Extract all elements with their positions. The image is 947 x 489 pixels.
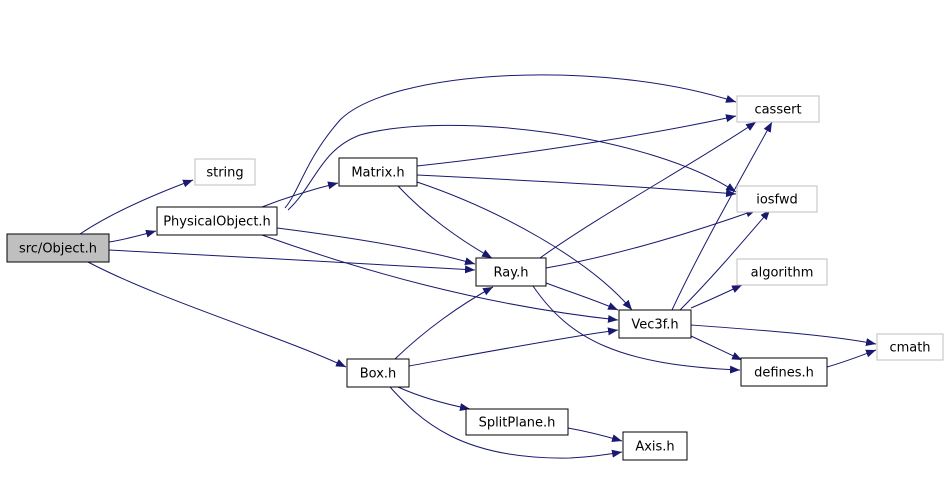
node-box-string (194, 158, 256, 186)
node-box-matrix (338, 157, 418, 187)
node-label-cassert: cassert (754, 103, 801, 118)
node-ray[interactable]: Ray.h (475, 257, 547, 287)
edge-matrix-to-vec3f (416, 181, 633, 311)
node-box-iosfwd (736, 185, 818, 213)
edge-vec3f-to-defines (690, 335, 743, 361)
node-cassert: cassert (736, 95, 820, 123)
node-box-axis (622, 431, 688, 461)
node-label-splitplane: SplitPlane.h (479, 416, 556, 431)
edge-object-to-box (87, 261, 347, 368)
edges-layer (79, 74, 877, 459)
edge-vec3f-to-cassert (671, 121, 773, 311)
node-algorithm: algorithm (736, 258, 828, 286)
edge-vec3f-to-iosfwd (679, 209, 771, 311)
node-splitplane[interactable]: SplitPlane.h (465, 408, 569, 436)
node-box-algorithm (736, 258, 828, 286)
node-box-ray (475, 257, 547, 287)
edge-matrix-to-iosfwd (416, 174, 737, 198)
edge-vec3f-to-cmath (690, 324, 877, 347)
edge-physical-to-iosfwd (287, 124, 737, 211)
edge-matrix-to-cassert (416, 114, 737, 167)
node-label-algorithm: algorithm (751, 266, 814, 281)
node-label-box: Box.h (360, 367, 397, 382)
node-label-defines: defines.h (754, 366, 814, 381)
node-box-cmath (876, 333, 944, 361)
edge-defines-to-cmath (826, 349, 877, 368)
node-box[interactable]: Box.h (346, 358, 410, 388)
node-label-iosfwd: iosfwd (756, 193, 798, 208)
node-label-physical: PhysicalObject.h (163, 215, 271, 230)
edge-object-to-ray (108, 249, 476, 274)
edge-vec3f-to-algorithm (690, 284, 743, 309)
node-defines[interactable]: defines.h (740, 357, 828, 387)
node-string: string (194, 158, 256, 186)
node-box-splitplane (465, 408, 569, 436)
edge-physical-to-ray (276, 227, 476, 266)
edge-physical-to-matrix (261, 181, 339, 208)
node-label-string: string (206, 166, 243, 181)
node-physical[interactable]: PhysicalObject.h (156, 206, 278, 236)
node-box-vec3f (618, 309, 692, 339)
edge-physical-to-vec3f (261, 234, 619, 323)
node-box-cassert (736, 95, 820, 123)
node-box-box (346, 358, 410, 388)
node-axis[interactable]: Axis.h (622, 431, 688, 461)
edge-box-to-ray (394, 286, 494, 360)
node-box-physical (156, 206, 278, 236)
edge-box-to-vec3f (408, 327, 619, 367)
edge-ray-to-defines (532, 285, 741, 374)
edge-box-to-splitplane (397, 386, 471, 411)
edge-ray-to-cassert (539, 121, 757, 259)
node-label-vec3f: Vec3f.h (631, 318, 678, 333)
node-label-matrix: Matrix.h (351, 166, 404, 181)
node-object[interactable]: src/Object.h (6, 233, 110, 263)
edge-matrix-to-ray (397, 185, 493, 259)
edge-object-to-physical (108, 229, 157, 243)
node-box-defines (740, 357, 828, 387)
node-matrix[interactable]: Matrix.h (338, 157, 418, 187)
edge-object-to-string (79, 179, 194, 235)
node-label-cmath: cmath (889, 341, 930, 356)
node-box-object (6, 233, 110, 263)
node-vec3f[interactable]: Vec3f.h (618, 309, 692, 339)
edge-ray-to-vec3f (545, 282, 619, 311)
node-label-axis: Axis.h (635, 440, 674, 455)
edge-ray-to-iosfwd (545, 209, 757, 269)
node-cmath: cmath (876, 333, 944, 361)
edge-physical-to-cassert (284, 74, 737, 209)
edge-box-to-axis (389, 386, 623, 459)
node-label-ray: Ray.h (494, 266, 529, 281)
edge-splitplane-to-axis (567, 427, 623, 443)
node-label-object: src/Object.h (19, 242, 97, 257)
node-iosfwd: iosfwd (736, 185, 818, 213)
